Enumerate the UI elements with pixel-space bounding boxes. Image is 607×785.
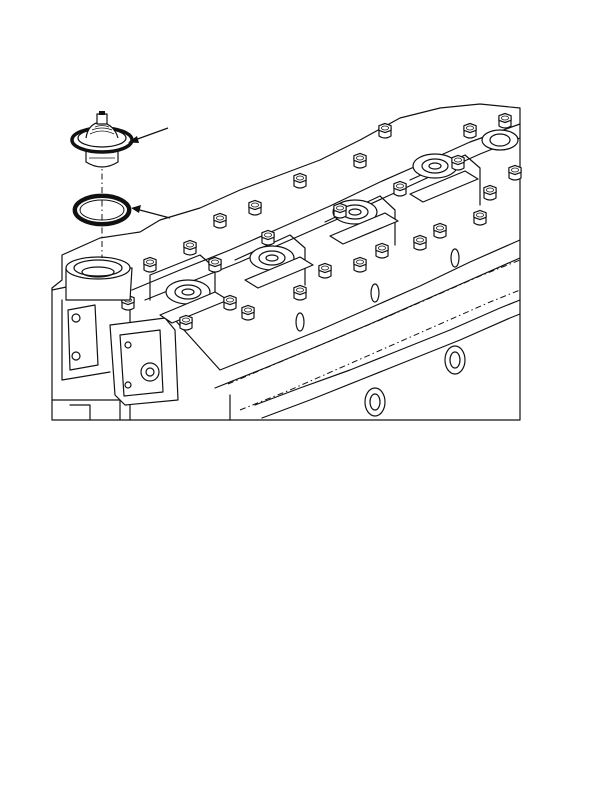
bolt-head-icon bbox=[179, 314, 193, 331]
bolt-head-icon bbox=[413, 234, 427, 251]
bolt-head-icon bbox=[223, 294, 237, 311]
bolt-head-icon bbox=[183, 239, 197, 256]
head-bolts bbox=[121, 112, 522, 331]
bolt-head-icon bbox=[293, 172, 307, 189]
thermostat-housing-opening bbox=[65, 256, 133, 301]
bolt-head-icon bbox=[333, 202, 347, 219]
bolt-head-icon bbox=[508, 164, 522, 181]
rocker-bridges bbox=[159, 170, 479, 324]
bolt-head-icon bbox=[261, 229, 275, 246]
seal-ring-icon bbox=[72, 193, 132, 227]
thermostat-icon bbox=[70, 111, 134, 168]
bolt-head-icon bbox=[483, 184, 497, 201]
bolt-head-icon bbox=[473, 209, 487, 226]
bolt-head-icon bbox=[498, 112, 512, 129]
bolt-head-icon bbox=[353, 256, 367, 273]
bolt-head-icon bbox=[393, 180, 407, 197]
bolt-head-icon bbox=[213, 212, 227, 229]
bolt-head-icon bbox=[375, 242, 389, 259]
bolt-head-icon bbox=[241, 304, 255, 321]
bolt-head-icon bbox=[143, 256, 157, 273]
bolt-head-icon bbox=[248, 199, 262, 216]
bolt-head-icon bbox=[208, 256, 222, 273]
bolt-head-icon bbox=[353, 152, 367, 169]
bolt-head-icon bbox=[378, 122, 392, 139]
bolt-head-icon bbox=[463, 122, 477, 139]
leader-arrow-seal bbox=[131, 205, 171, 219]
bolt-head-icon bbox=[293, 284, 307, 301]
bolt-head-icon bbox=[433, 222, 447, 239]
bolt-head-icon bbox=[318, 262, 332, 279]
bolt-head-icon bbox=[451, 154, 465, 171]
leader-arrow-thermostat bbox=[128, 127, 169, 143]
